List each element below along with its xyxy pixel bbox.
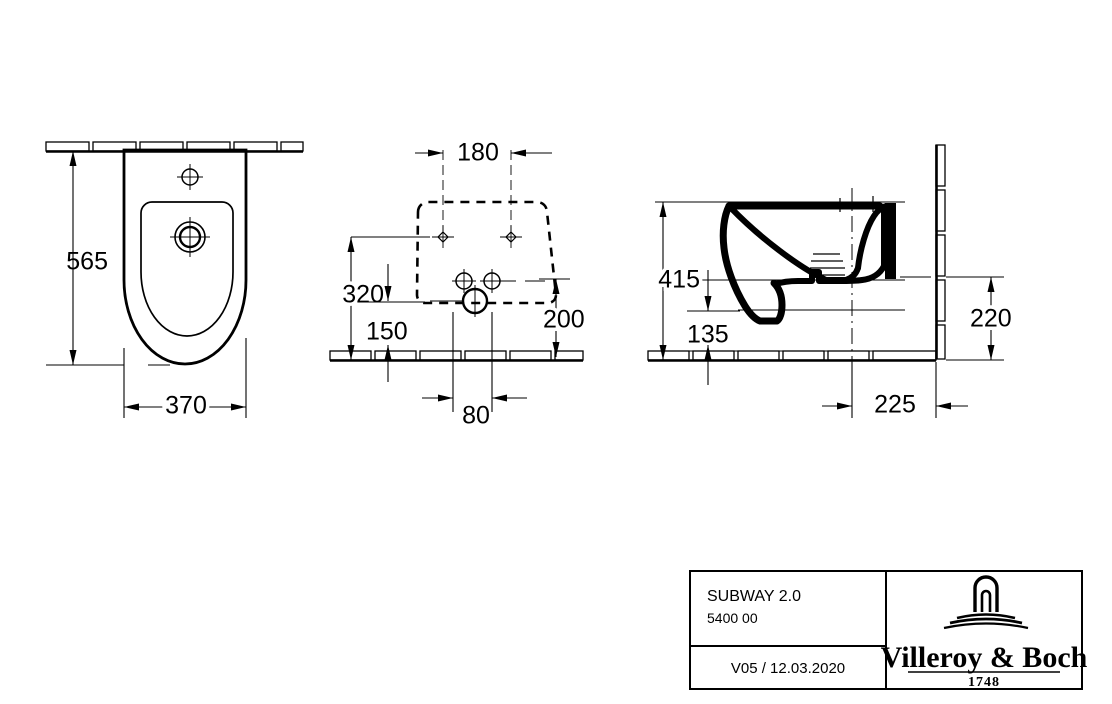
title-block-product-name: SUBWAY 2.0 xyxy=(707,588,801,605)
view-plan: 180 320 150 200 xyxy=(329,139,588,430)
side-dim-135 xyxy=(687,270,740,385)
front-body-outline xyxy=(122,148,248,366)
plan-floor-symbol xyxy=(329,350,584,362)
view-front-elevation: 565 370 xyxy=(45,141,304,423)
plan-extension-lines-180 xyxy=(442,150,512,231)
front-wall-symbol xyxy=(45,141,304,153)
side-dim-415 xyxy=(655,201,728,360)
plan-dim-320 xyxy=(347,236,430,360)
front-bowl-rim xyxy=(140,201,234,337)
side-dim-225-label: 225 xyxy=(874,391,916,419)
plan-supply-hole-right-icon xyxy=(480,269,545,293)
plan-dim-200 xyxy=(539,278,570,357)
brand-arch-waves-logo-icon xyxy=(943,575,1029,630)
side-dim-225 xyxy=(822,362,968,418)
plan-dim-320-label: 320 xyxy=(342,281,384,309)
plan-dim-180-label: 180 xyxy=(457,139,499,167)
brand-founded-year: 1748 xyxy=(968,675,1000,690)
side-dim-220-label: 220 xyxy=(970,305,1012,333)
title-block-article-number: 5400 00 xyxy=(707,610,758,626)
title-block: SUBWAY 2.0 5400 00 V05 / 12.03.2020 Vill… xyxy=(689,570,1088,690)
side-bidet-profile xyxy=(719,202,896,325)
plan-waste-outlet-icon xyxy=(430,285,489,317)
plan-dim-200-label: 200 xyxy=(543,306,585,334)
title-block-revision: V05 / 12.03.2020 xyxy=(731,660,845,677)
plan-dim-80-label: 80 xyxy=(462,402,490,430)
side-fixing-mark-icon xyxy=(833,196,880,212)
plan-supply-hole-left-icon xyxy=(452,269,476,293)
front-dim-370 xyxy=(123,338,247,418)
view-side-section: 415 135 220 225 xyxy=(647,144,1015,422)
front-dim-370-label: 370 xyxy=(165,392,207,420)
side-dim-220 xyxy=(900,276,1004,361)
brand-name: Villeroy & Boch xyxy=(881,641,1088,674)
side-wall-symbol xyxy=(935,144,946,360)
side-dim-415-label: 415 xyxy=(658,266,700,294)
front-dim-565 xyxy=(46,151,170,366)
side-waste-hatch xyxy=(810,253,845,276)
front-outlet-hole-icon xyxy=(170,217,210,257)
front-dim-565-label: 565 xyxy=(66,248,108,276)
front-upper-hole-icon xyxy=(177,164,203,190)
side-floor-symbol xyxy=(647,350,937,362)
plan-dim-80 xyxy=(422,312,527,412)
side-dim-135-label: 135 xyxy=(687,321,729,349)
plan-dim-180 xyxy=(415,149,552,157)
plan-dim-150-label: 150 xyxy=(366,318,408,346)
